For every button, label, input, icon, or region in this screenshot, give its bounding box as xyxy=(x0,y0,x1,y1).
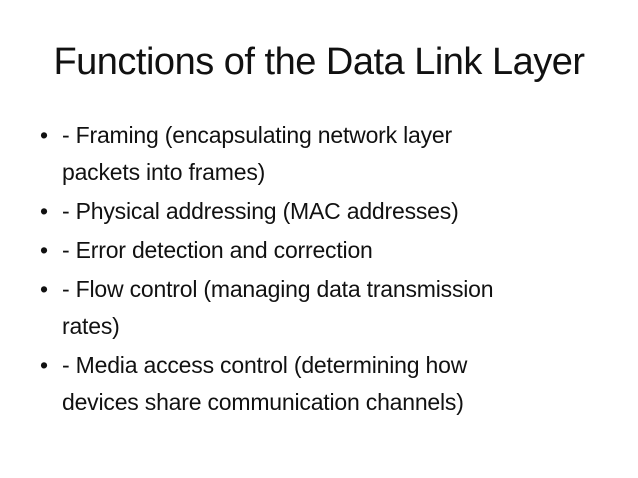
bullet-item: • - Framing (encapsulating network layer… xyxy=(40,117,600,191)
bullet-item: • - Error detection and correction xyxy=(40,232,600,269)
bullet-text: - Framing (encapsulating network layer p… xyxy=(62,122,452,185)
slide-title: Functions of the Data Link Layer xyxy=(53,41,585,83)
bullet-icon: • xyxy=(40,276,49,302)
bullet-text: - Media access control (determining how … xyxy=(62,352,468,415)
bullet-list: • - Framing (encapsulating network layer… xyxy=(40,117,600,423)
bullet-item: • - Physical addressing (MAC addresses) xyxy=(40,193,600,230)
bullet-icon: • xyxy=(40,237,49,263)
bullet-icon: • xyxy=(40,198,49,224)
bullet-item: • - Media access control (determining ho… xyxy=(40,347,600,421)
bullet-icon: • xyxy=(40,122,49,148)
bullet-text: - Physical addressing (MAC addresses) xyxy=(62,198,459,224)
bullet-icon: • xyxy=(40,352,49,378)
bullet-text: - Error detection and correction xyxy=(62,237,373,263)
bullet-text: - Flow control (managing data transmissi… xyxy=(62,276,494,339)
bullet-item: • - Flow control (managing data transmis… xyxy=(40,271,600,345)
